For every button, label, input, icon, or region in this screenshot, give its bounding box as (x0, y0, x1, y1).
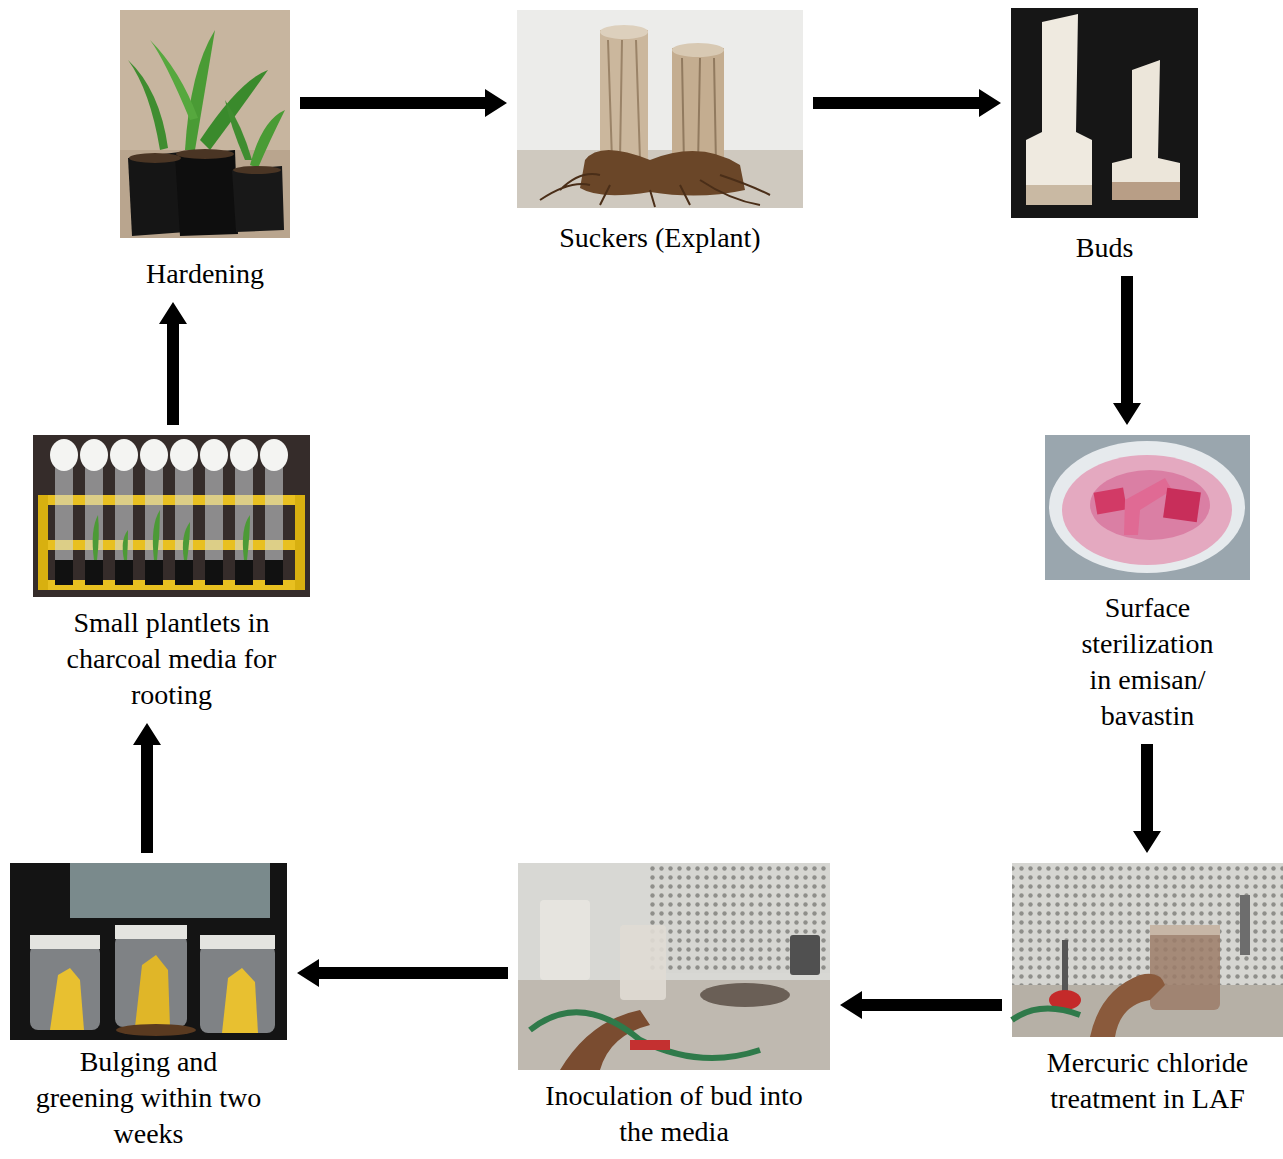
mercuric-photo (1012, 863, 1283, 1037)
step-caption: Mercuric chloride treatment in LAF (1040, 1045, 1255, 1117)
photo-space (518, 863, 830, 1078)
step-caption: Small plantlets in charcoal media for ro… (59, 605, 284, 713)
photo-panel: Inoculation of bud into the media (518, 863, 830, 1150)
step-caption: Bulging and greening within two weeks (31, 1044, 266, 1152)
bulging-photo (10, 863, 287, 1040)
photo-space (1045, 435, 1250, 590)
photo-space (10, 863, 287, 1044)
flow-arrow (300, 89, 507, 117)
photo-panel: Buds (1011, 8, 1198, 266)
step-caption: Surface sterilization in emisan/ bavasti… (1068, 590, 1228, 734)
photo-panel: Mercuric chloride treatment in LAF (1012, 863, 1283, 1117)
flow-arrow (297, 959, 508, 987)
step-caption: Buds (1011, 230, 1198, 266)
step-caption: Suckers (Explant) (517, 220, 803, 256)
flow-arrow (813, 89, 1001, 117)
flow-arrow (1133, 744, 1161, 853)
plantlets-photo (33, 435, 310, 597)
inoculation-photo (518, 863, 830, 1070)
photo-space (1011, 8, 1198, 230)
flow-arrow (840, 991, 1002, 1019)
photo-space (33, 435, 310, 605)
flow-arrow (1113, 276, 1141, 425)
photo-panel: Hardening (120, 10, 290, 292)
buds-photo (1011, 8, 1198, 218)
photo-panel: Bulging and greening within two weeks (10, 863, 287, 1152)
step-caption: Inoculation of bud into the media (537, 1078, 812, 1150)
flow-arrow (133, 723, 161, 853)
photo-space (517, 10, 803, 220)
suckers-photo (517, 10, 803, 208)
sterilization-photo (1045, 435, 1250, 580)
photo-panel: Surface sterilization in emisan/ bavasti… (1045, 435, 1250, 734)
photo-space (120, 10, 290, 256)
photo-space (1012, 863, 1283, 1045)
photo-panel: Small plantlets in charcoal media for ro… (33, 435, 310, 713)
hardening-photo (120, 10, 290, 238)
flow-arrow (159, 302, 187, 425)
step-caption: Hardening (120, 256, 290, 292)
photo-panel: Suckers (Explant) (517, 10, 803, 256)
